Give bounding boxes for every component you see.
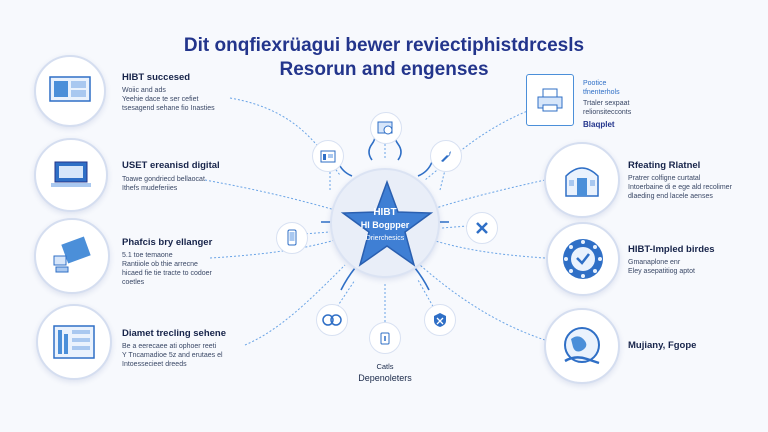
satellite-top — [370, 112, 402, 144]
left-3-line-4: coetles — [122, 279, 145, 286]
rocket-icon — [441, 151, 451, 162]
right-1-line-1: Pratrer colfigne curtatal — [628, 175, 701, 182]
wave-bottom-left — [340, 267, 356, 291]
satellite-bottom-right — [424, 304, 456, 336]
left-3-line-2: Rantiiole ob thie arrecne — [122, 261, 198, 268]
right-1-title: Rfeating Rlatnel — [628, 160, 701, 171]
top-right-line-3: Trtaler sexpaat — [583, 100, 630, 107]
gear-window-icon — [377, 121, 393, 135]
storefront-icon — [320, 150, 336, 163]
laptop-icon — [51, 161, 91, 187]
left-node-3 — [34, 218, 110, 294]
connector-right-3 — [419, 264, 546, 341]
right-2-title: HIBT-Impled birdes — [628, 244, 715, 255]
left-3-line-3: hicaed fie tie tracte to codoer — [122, 270, 212, 277]
right-1-line-2: Intoerbaine di e ege ald recolimer — [628, 184, 732, 191]
right-2-line-2: Eley asepatitiog aptot — [628, 268, 695, 275]
tools-icon — [476, 222, 488, 234]
satellite-right — [466, 212, 498, 244]
satellite-bottom-left — [316, 304, 348, 336]
satellite-top-left — [312, 140, 344, 172]
left-3-line-1: 5.1 toe temaone — [122, 252, 173, 259]
star-icon — [340, 179, 434, 267]
data-panel-icon — [53, 325, 95, 359]
left-node-2 — [34, 138, 108, 212]
left-2-title: USET ereanisd digital — [122, 160, 220, 171]
left-node-4 — [36, 304, 112, 380]
left-4-title: Diamet trecling sehene — [122, 328, 227, 339]
title-line-1: Dit onqfiexrüagui bewer reviectiphistdrc… — [183, 35, 585, 56]
right-1-line-3: dlaeding end lacele aenses — [628, 193, 713, 200]
top-right-tag: Blaqplet — [583, 120, 615, 129]
left-node-1 — [34, 55, 106, 127]
left-1-line-2: Yeehie dace te ser cefiet — [122, 96, 199, 103]
left-1-line-1: Woiic and ads — [122, 87, 166, 94]
top-right-line-2: tfnenterhols — [583, 89, 620, 96]
left-4-line-3: Intoessecieet dreeds — [122, 361, 187, 368]
printer-icon — [537, 88, 563, 112]
bottom-label-2: Depenoleters — [358, 373, 412, 383]
connector-left-3 — [209, 239, 336, 259]
document-transfer-icon — [53, 236, 91, 273]
hub-label-1: HIBT — [373, 207, 397, 218]
left-2-line-1: Toawe gondriecd bellaocat — [122, 176, 205, 183]
hub-label-3: Drierchesics — [365, 235, 405, 242]
top-right-box — [526, 74, 574, 126]
building-icon — [565, 167, 599, 197]
connector-left-4 — [244, 264, 346, 346]
top-right-line-1: Pootice — [583, 80, 607, 87]
right-node-3 — [544, 308, 620, 384]
satellite-bottom — [369, 322, 401, 354]
connector-left-2 — [204, 179, 336, 211]
left-4-line-1: Be a eerecaee ati ophoer reeti — [122, 343, 217, 350]
network-cycle-icon — [322, 314, 342, 326]
connector-right-top — [424, 109, 531, 181]
connector-right-2 — [431, 239, 546, 259]
center-hub — [330, 168, 440, 278]
right-3-title: Mujiany, Fgope — [628, 340, 697, 351]
monitor-icon — [49, 76, 91, 102]
shield-icon — [434, 313, 446, 327]
bottom-label-1: Catls — [376, 362, 394, 371]
phone-icon — [287, 229, 297, 246]
left-2-line-2: Ithefs mudeferiies — [122, 185, 178, 192]
globe-hand-icon — [564, 327, 600, 365]
diagram-title: Dit onqfiexrüagui bewer reviectiphistdrc… — [0, 34, 768, 82]
hub-label-2: HI Bogpper — [360, 220, 410, 230]
title-line-2: Resorun and engenses — [279, 59, 489, 80]
left-3-title: Phafcis bry ellanger — [122, 237, 213, 248]
right-node-2 — [546, 222, 620, 296]
left-1-title: HIBT succesed — [122, 72, 191, 83]
wave-bottom-right — [414, 267, 430, 291]
key-icon — [380, 332, 390, 345]
left-4-line-2: Y Tncamadioe 5z and erutaes el — [122, 352, 223, 359]
satellite-left — [276, 222, 308, 254]
connector-mid-left — [289, 231, 331, 236]
right-node-1 — [544, 142, 620, 218]
connector-top-right — [439, 169, 446, 191]
satellite-top-right — [430, 140, 462, 172]
top-right-line-4: relionsitecconts — [583, 109, 632, 116]
left-1-line-3: tsesagend sehane fio Inasties — [122, 105, 215, 112]
right-2-line-1: Gmanaplone enr — [628, 259, 681, 266]
globe-network-icon — [563, 239, 603, 279]
connector-right-1 — [429, 179, 546, 211]
